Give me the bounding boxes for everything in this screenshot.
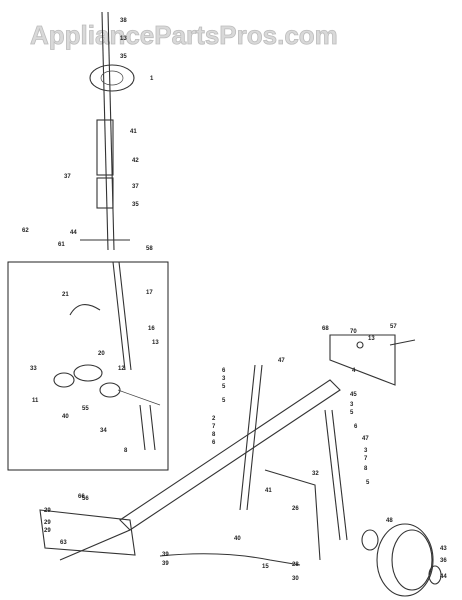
callout-label: 63 [60, 540, 67, 546]
bracket [329, 334, 416, 386]
callout-label: 6 [212, 440, 216, 446]
callout-label: 16 [148, 326, 155, 332]
callout-label: 3 [350, 402, 354, 408]
callout-label: 40 [234, 536, 241, 542]
callout-label: 13 [120, 36, 127, 42]
callout-label: 1 [150, 76, 154, 82]
callout-label: 40 [62, 414, 69, 420]
callout-label: 20 [98, 351, 105, 357]
callout-label: 26 [292, 506, 299, 512]
callout-label: 44 [70, 230, 77, 236]
callout-label: 11 [32, 398, 39, 404]
linkage-right [264, 409, 348, 561]
callout-label: 13 [368, 336, 375, 342]
callout-label: 42 [132, 158, 139, 164]
callout-label: 5 [222, 398, 226, 404]
callout-label: 58 [146, 246, 153, 252]
callout-label: 7 [212, 424, 216, 430]
callout-label: 15 [262, 564, 269, 570]
callout-label: 8 [212, 432, 216, 438]
callout-label: 4 [352, 368, 356, 374]
callout-label: 68 [322, 326, 329, 332]
callout-label: 45 [350, 392, 357, 398]
callout-label: 37 [64, 174, 71, 180]
linkage-left [239, 364, 263, 511]
callout-label: 5 [222, 384, 226, 390]
callout-label: 35 [120, 54, 127, 60]
callout-label: 17 [146, 290, 153, 296]
callout-label: 5 [366, 480, 370, 486]
callout-label: 30 [292, 576, 299, 582]
callout-label: 29 [44, 508, 51, 514]
callout-label: 8 [124, 448, 128, 454]
callout-label: 28 [292, 562, 299, 568]
callout-label: 47 [278, 358, 285, 364]
callout-labels: 38 13 35 1 41 42 37 37 35 62 44 61 58 21… [22, 18, 447, 582]
callout-label: 70 [350, 329, 357, 335]
callout-label: 8 [364, 466, 368, 472]
callout-label: 47 [362, 436, 369, 442]
callout-label: 44 [440, 574, 447, 580]
callout-label: 29 [44, 528, 51, 534]
callout-label: 3 [364, 448, 368, 454]
callout-label: 37 [132, 184, 139, 190]
front-wheel [361, 523, 442, 597]
callout-label: 57 [390, 324, 397, 330]
callout-label: 5 [350, 410, 354, 416]
callout-label: 3 [222, 376, 226, 382]
callout-label: 29 [44, 520, 51, 526]
steering-shaft [80, 11, 135, 251]
callout-label: 34 [100, 428, 107, 434]
inset-detail [7, 261, 169, 471]
frame-rail [39, 379, 341, 561]
callout-label: 7 [364, 456, 368, 462]
callout-label: 12 [118, 366, 125, 372]
callout-label: 66 [78, 494, 85, 500]
watermark: AppliancePartsPros.com [30, 20, 338, 50]
callout-label: 36 [440, 558, 447, 564]
callout-label: 32 [312, 471, 319, 477]
callout-label: 62 [22, 228, 29, 234]
callout-label: 41 [130, 129, 137, 135]
callout-label: 6 [222, 368, 226, 374]
callout-label: 33 [30, 366, 37, 372]
callout-label: 56 [82, 496, 89, 502]
callout-label: 48 [386, 518, 393, 524]
callout-label: 41 [265, 488, 272, 494]
callout-label: 35 [132, 202, 139, 208]
callout-label: 38 [120, 18, 127, 24]
callout-label: 2 [212, 416, 216, 422]
callout-label: 13 [152, 340, 159, 346]
callout-label: 61 [58, 242, 65, 248]
callout-label: 39 [162, 552, 169, 558]
callout-label: 21 [62, 292, 69, 298]
callout-label: 39 [162, 561, 169, 567]
callout-label: 43 [440, 546, 447, 552]
callout-label: 55 [82, 406, 89, 412]
callout-label: 6 [354, 424, 358, 430]
drag-link [159, 553, 301, 566]
